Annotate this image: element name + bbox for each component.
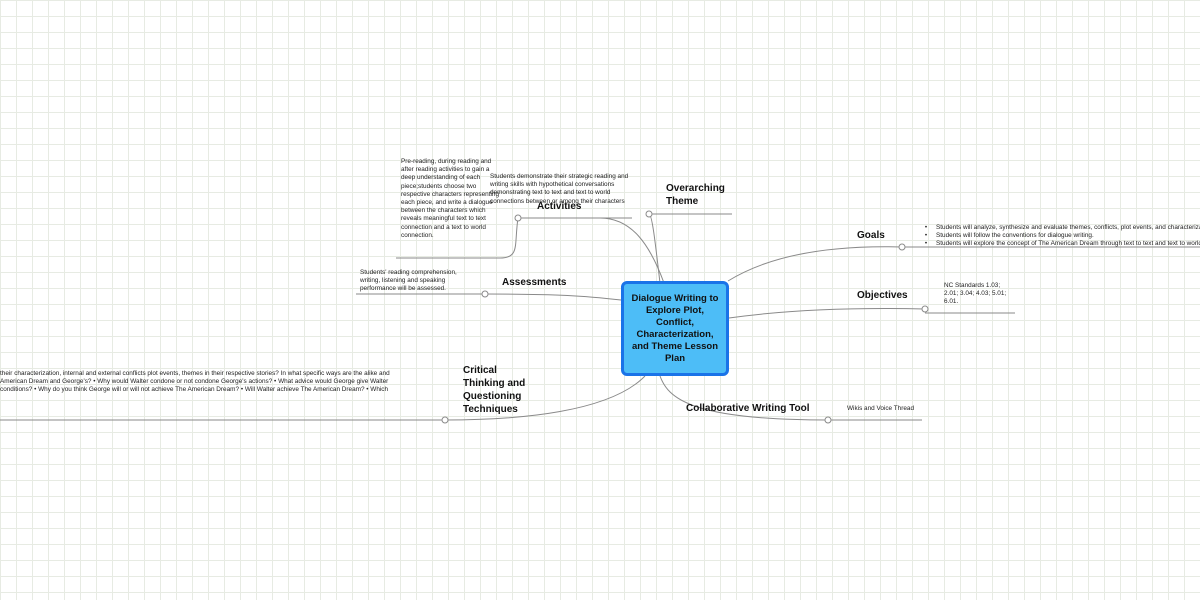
collapse-handle-collaborative-tool	[824, 416, 832, 424]
goals-list: Students will analyze, synthesize and ev…	[920, 224, 1200, 249]
central-topic[interactable]: Dialogue Writing to Explore Plot, Confli…	[621, 281, 729, 376]
note-goals: Students will analyze, synthesize and ev…	[920, 224, 1200, 249]
connector-activities	[599, 217, 665, 284]
connector-overarching-theme	[648, 213, 661, 284]
topic-objectives[interactable]: Objectives	[857, 290, 908, 301]
connector-collaborative-tool	[659, 375, 829, 421]
collapse-handle-critical-thinking	[441, 416, 449, 424]
note-assessments: Students' reading comprehension, writing…	[360, 269, 457, 293]
note-critical-thinking: their characterization, internal and ext…	[0, 370, 428, 395]
critical-thinking-line-1: their characterization, internal and ext…	[0, 370, 390, 377]
note-overarching-theme: Students demonstrate their strategic rea…	[490, 173, 629, 205]
collapse-handle-assessments	[481, 290, 489, 298]
connector-critical-thinking	[444, 375, 646, 421]
critical-thinking-line-3: conditions? • Why do you think George wi…	[0, 386, 389, 394]
collapse-handle-objectives	[921, 305, 929, 313]
connector-objectives	[728, 308, 926, 319]
goals-item: Students will explore the concept of The…	[920, 240, 1200, 248]
collapse-handle-overarching-theme	[645, 210, 653, 218]
topic-critical-thinking[interactable]: Critical Thinking and Questioning Techni…	[463, 365, 526, 415]
connector-assessments	[484, 293, 622, 301]
note-collaborative-tool: Wikis and Voice Thread	[847, 405, 915, 412]
critical-thinking-line-2: American Dream and George's? • Why would…	[0, 378, 389, 386]
note-activities: Pre-reading, during reading and after re…	[401, 158, 500, 239]
connector-goals	[727, 246, 903, 282]
collapse-handle-activities	[514, 214, 522, 222]
connector-activities-note	[499, 217, 519, 259]
topic-goals[interactable]: Goals	[857, 230, 885, 241]
goals-item: Students will analyze, synthesize and ev…	[920, 224, 1200, 232]
topic-assessments[interactable]: Assessments	[502, 277, 567, 288]
topic-activities[interactable]: Activities	[537, 201, 582, 212]
goals-item: Students will follow the conventions for…	[920, 232, 1200, 240]
topic-overarching-theme[interactable]: Overarching Theme	[666, 183, 725, 207]
note-objectives: NC Standards 1.03; 2.01; 3.04; 4.03; 5.0…	[944, 282, 1007, 306]
collapse-handle-goals	[898, 243, 906, 251]
topic-collaborative-tool[interactable]: Collaborative Writing Tool	[686, 403, 810, 414]
central-topic-title: Dialogue Writing to Explore Plot, Confli…	[631, 292, 719, 364]
